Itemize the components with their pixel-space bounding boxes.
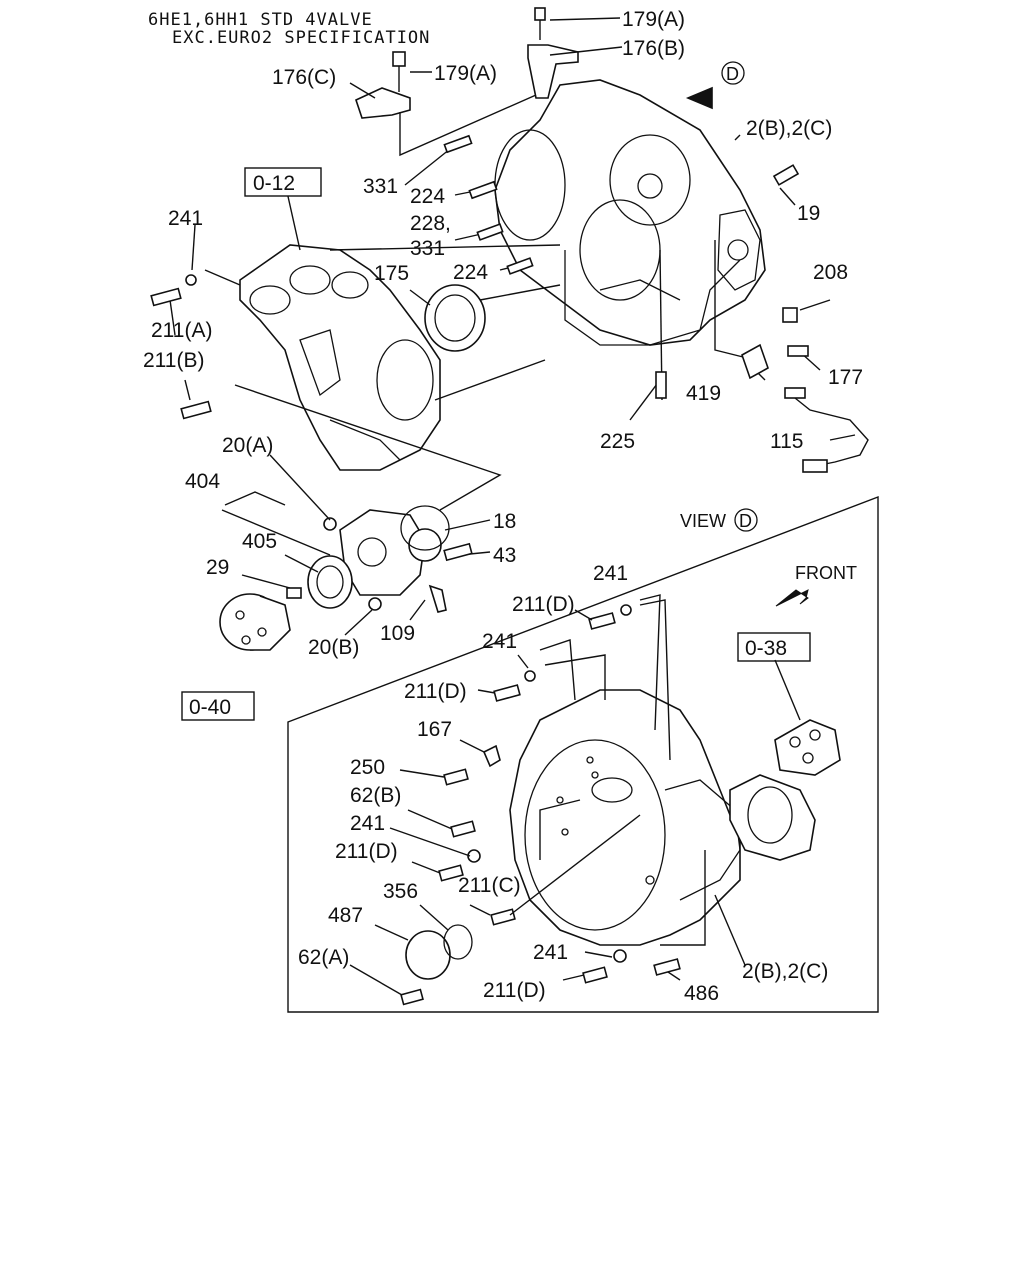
air-compressor	[729, 659, 841, 861]
callout-2bc-top: 2(B),2(C)	[746, 117, 832, 140]
callouts-upper: 179(A) 176(B) 176(C) 179(A) 2(B),2(C) 33…	[143, 8, 863, 659]
callout-62b: 62(B)	[350, 784, 401, 807]
callout-176b: 176(B)	[622, 37, 685, 60]
view-d-title: VIEW	[680, 511, 726, 531]
leader-lines-view-d	[349, 594, 746, 996]
callout-224b: 224	[453, 261, 488, 284]
callout-211d-v2: 211(D)	[404, 680, 467, 703]
ref-0-40-label: 0-40	[189, 696, 231, 719]
callout-176c: 176(C)	[272, 66, 336, 89]
callout-241-top: 241	[168, 207, 203, 230]
callout-211b: 211(B)	[143, 349, 204, 372]
fasteners-upper	[150, 134, 809, 613]
callout-404: 404	[185, 470, 220, 493]
pto-unit	[219, 593, 291, 651]
callout-228: 228,	[410, 212, 451, 235]
callout-62a: 62(A)	[298, 946, 349, 969]
callout-20b: 20(B)	[308, 636, 359, 659]
ref-box-0-40: 0-40	[181, 691, 255, 721]
oil-seal-175	[424, 284, 486, 352]
callout-250: 250	[350, 756, 385, 779]
callout-241-v4: 241	[533, 941, 568, 964]
callout-177: 177	[828, 366, 863, 389]
callout-487: 487	[328, 904, 363, 927]
harness-115	[794, 397, 869, 467]
callout-18: 18	[493, 510, 516, 533]
callout-241-v1: 241	[593, 562, 628, 585]
callout-175: 175	[374, 262, 409, 285]
front-label: FRONT	[795, 563, 857, 583]
callout-405: 405	[242, 530, 277, 553]
callout-109: 109	[380, 622, 415, 645]
view-d-title-marker: D	[739, 511, 752, 531]
callout-179a-top: 179(A)	[622, 8, 685, 31]
callout-356: 356	[383, 880, 418, 903]
view-d-marker: D	[726, 64, 739, 84]
cover-487	[405, 924, 473, 980]
ref-box-0-12: 0-12	[244, 167, 322, 197]
callout-225: 225	[600, 430, 635, 453]
front-arrow-icon	[775, 589, 809, 607]
callouts-view-d: 241 211(D) 241 211(D) 167 250 62(B) 241 …	[298, 562, 828, 1005]
bracket-176c	[355, 51, 411, 119]
callout-208: 208	[813, 261, 848, 284]
callout-179a-mid: 179(A)	[434, 62, 497, 85]
view-d-indicator: D	[685, 61, 745, 110]
callout-211d-v1: 211(D)	[512, 593, 575, 616]
bracket-176b	[527, 7, 579, 99]
header-line-1: 6HE1,6HH1 STD 4VALVE	[148, 10, 373, 30]
ref-0-38-label: 0-38	[745, 637, 787, 660]
callout-167: 167	[417, 718, 452, 741]
callout-419: 419	[686, 382, 721, 405]
gear-housing-assembly	[307, 505, 450, 611]
callout-224a: 224	[410, 185, 445, 208]
callout-211d-v4: 211(D)	[483, 979, 546, 1002]
callout-241-v2: 241	[482, 630, 517, 653]
callout-331b: 331	[410, 237, 445, 260]
ref-0-12-label: 0-12	[253, 172, 295, 195]
callout-2bc-bot: 2(B),2(C)	[742, 960, 828, 983]
callout-20a: 20(A)	[222, 434, 273, 457]
callout-115: 115	[770, 430, 803, 453]
callout-241-v3: 241	[350, 812, 385, 835]
callout-211c: 211(C)	[458, 874, 521, 897]
flywheel-housing-upper	[494, 79, 766, 346]
callout-43: 43	[493, 544, 516, 567]
callout-486: 486	[684, 982, 719, 1005]
callout-211d-v3: 211(D)	[335, 840, 398, 863]
callout-29: 29	[206, 556, 229, 579]
view-d-box: VIEW D FRONT 0-38	[287, 495, 879, 1013]
header-line-2: EXC.EURO2 SPECIFICATION	[172, 28, 430, 48]
cylinder-block	[239, 244, 441, 471]
callout-19: 19	[797, 202, 820, 225]
callout-211a: 211(A)	[151, 319, 212, 342]
callout-331a: 331	[363, 175, 398, 198]
flywheel-housing-view-d	[509, 689, 741, 946]
